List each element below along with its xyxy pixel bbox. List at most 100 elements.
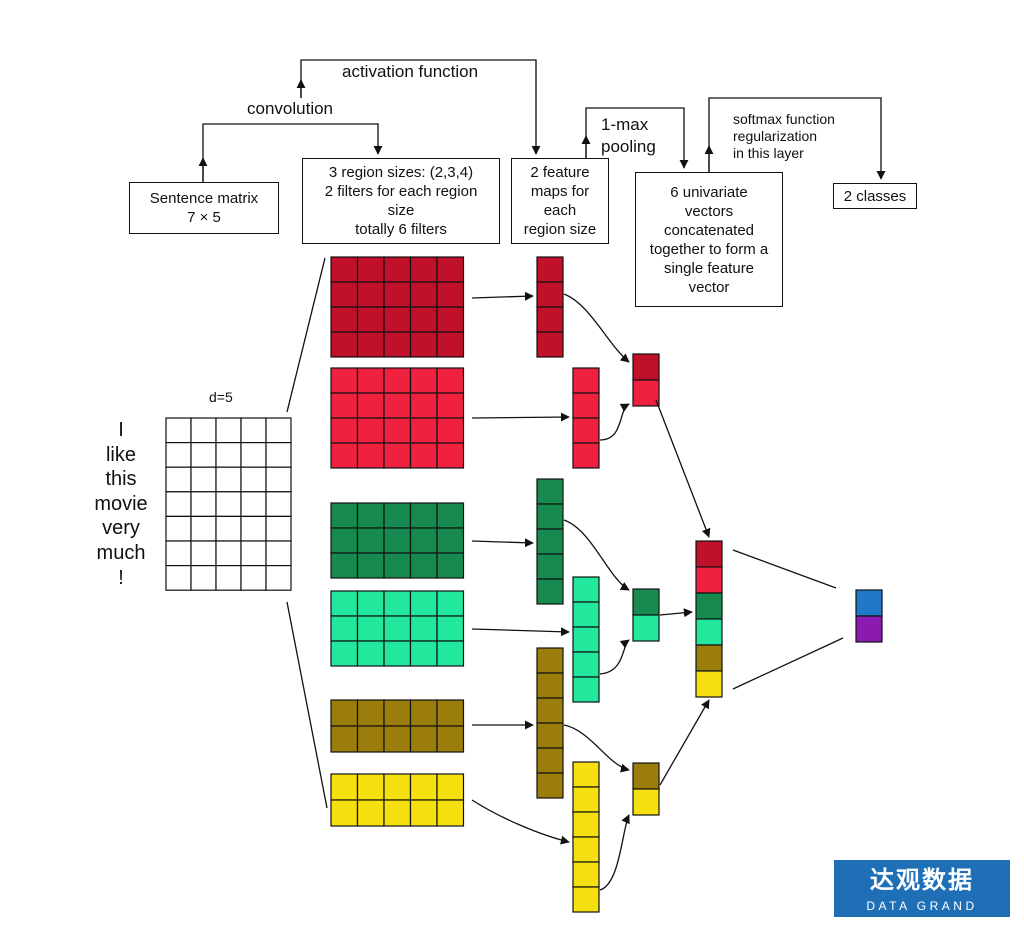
grid-cell xyxy=(165,564,192,591)
grid-cell xyxy=(330,281,359,308)
word: much xyxy=(96,541,146,564)
output-line-bottom xyxy=(732,637,844,690)
vector-cell xyxy=(632,788,660,816)
word: like xyxy=(105,443,136,466)
grid-cell xyxy=(409,725,438,753)
feature-map-5 xyxy=(536,647,564,799)
grid-cell xyxy=(436,306,465,333)
word: ! xyxy=(118,566,124,589)
grid-cell xyxy=(240,540,267,567)
grid-cell xyxy=(356,615,385,642)
concatenated-vector xyxy=(695,540,723,698)
vector-cell xyxy=(572,392,600,419)
feature-map-4 xyxy=(572,576,600,703)
grid-cell xyxy=(409,590,438,617)
grid-cell xyxy=(356,527,385,554)
grid-cell xyxy=(215,515,242,542)
dimension-label: d=5 xyxy=(209,389,233,405)
grid-cell xyxy=(356,725,385,753)
grid-cell xyxy=(240,515,267,542)
word: this xyxy=(105,468,137,491)
vector-cell xyxy=(536,503,564,530)
word: movie xyxy=(94,492,148,515)
grid-cell xyxy=(330,590,359,617)
filter-1 xyxy=(330,256,465,358)
grid-cell xyxy=(240,491,267,517)
vector-cell xyxy=(536,672,564,699)
grid-cell xyxy=(356,699,385,727)
grid-cell xyxy=(436,256,465,283)
grid-cell xyxy=(383,256,412,283)
vector-cell xyxy=(695,644,723,672)
filter3-arrow xyxy=(471,538,534,548)
grid-cell xyxy=(330,615,359,642)
region-sizes-box: 3 region sizes: (2,3,4) 2 filters for ea… xyxy=(302,158,500,244)
vector-cell xyxy=(695,540,723,568)
grid-cell xyxy=(330,773,359,801)
vector-cell xyxy=(536,578,564,605)
grid-cell xyxy=(190,442,217,468)
grid-cell xyxy=(265,491,292,517)
vector-cell xyxy=(572,811,600,838)
sentence-matrix-grid xyxy=(165,417,292,591)
feature-maps-box: 2 feature maps for each region size xyxy=(511,158,609,244)
word: very xyxy=(102,517,140,540)
grid-cell xyxy=(409,256,438,283)
grid-cell xyxy=(409,552,438,579)
activation-connector xyxy=(300,59,541,155)
grid-cell xyxy=(356,552,385,579)
grid-cell xyxy=(356,281,385,308)
grid-cell xyxy=(356,306,385,333)
grid-cell xyxy=(383,392,412,419)
grid-cell xyxy=(190,515,217,542)
filter-2 xyxy=(330,367,465,469)
grid-cell xyxy=(383,331,412,358)
grid-cell xyxy=(436,640,465,667)
grid-cell xyxy=(436,392,465,419)
grid-cell xyxy=(409,281,438,308)
grid-cell xyxy=(409,527,438,554)
grid-cell xyxy=(356,799,385,827)
pooled-vector-3 xyxy=(632,762,660,816)
filter6-arrow xyxy=(471,799,570,845)
filter-5 xyxy=(330,699,465,753)
grid-cell xyxy=(330,799,359,827)
vector-cell xyxy=(536,256,564,283)
grid-cell xyxy=(409,367,438,394)
grid-cell xyxy=(215,442,242,468)
grid-cell xyxy=(383,281,412,308)
fan-line-bottom xyxy=(286,601,328,809)
grid-cell xyxy=(383,552,412,579)
grid-cell xyxy=(165,417,192,444)
grid-cell xyxy=(436,773,465,801)
grid-cell xyxy=(356,256,385,283)
feature-map-1 xyxy=(536,256,564,358)
grid-cell xyxy=(240,466,267,493)
grid-cell xyxy=(436,552,465,579)
grid-cell xyxy=(215,540,242,567)
grid-cell xyxy=(265,515,292,542)
grid-cell xyxy=(409,392,438,419)
vector-cell xyxy=(632,353,660,381)
grid-cell xyxy=(436,331,465,358)
grid-cell xyxy=(265,540,292,567)
grid-cell xyxy=(330,552,359,579)
univariate-vectors-box: 6 univariate vectors concatenated togeth… xyxy=(635,172,783,307)
grid-cell xyxy=(265,417,292,444)
vector-cell xyxy=(632,379,660,407)
grid-cell xyxy=(436,699,465,727)
vector-cell xyxy=(572,442,600,469)
grid-cell xyxy=(383,442,412,469)
logo-cn-text: 达观数据 xyxy=(870,867,974,894)
vector-cell xyxy=(855,589,883,617)
vector-cell xyxy=(572,836,600,863)
concat-arrow-1 xyxy=(655,399,711,538)
vector-cell xyxy=(572,761,600,788)
vector-cell xyxy=(572,417,600,444)
grid-cell xyxy=(330,699,359,727)
pooled-vector-1 xyxy=(632,353,660,407)
grid-cell xyxy=(190,540,217,567)
vector-cell xyxy=(695,618,723,646)
vector-cell xyxy=(572,367,600,394)
filter2-arrow xyxy=(471,412,570,422)
